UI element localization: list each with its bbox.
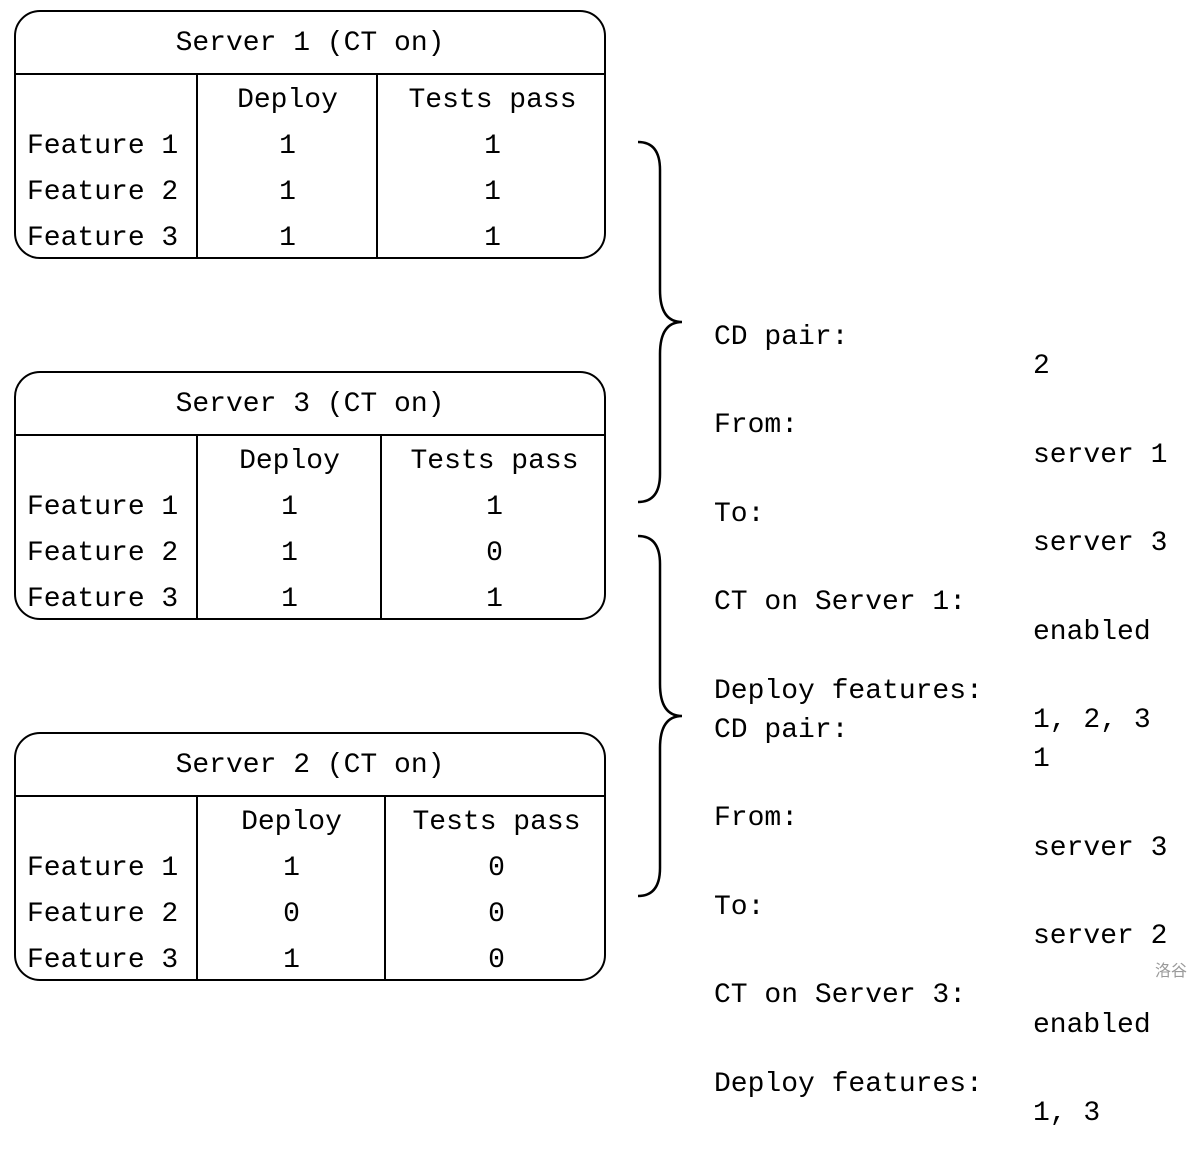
tests-value: 1: [484, 177, 501, 208]
column-header-tests-pass: Tests pass: [410, 446, 579, 477]
deploy-value: 1: [279, 131, 296, 162]
column-header-deploy: Deploy: [237, 85, 338, 116]
column-divider: [196, 436, 198, 618]
deploy-value: 1: [281, 584, 298, 615]
cd-key: CD pair:: [714, 714, 849, 746]
column-divider: [384, 797, 386, 979]
tests-value: 0: [488, 945, 505, 976]
cd-value: 2: [1033, 351, 1050, 382]
server-3-title: Server 3 (CT on): [16, 373, 604, 436]
cd-value: server 3: [1033, 832, 1168, 864]
cd-row: CD pair: 1: [714, 686, 1050, 774]
cd-key: From:: [714, 803, 799, 834]
cd-pair-info-1: CD pair: 2 From: server 1 To: server 3 C…: [714, 234, 1167, 735]
cd-key: To:: [714, 891, 765, 923]
cd-key: To:: [714, 498, 765, 530]
cd-value: server 2: [1033, 921, 1168, 952]
cd-value: server 3: [1033, 528, 1168, 559]
cd-key: Deploy features:: [714, 1068, 983, 1100]
cd-row: Deploy features: 1, 2, 3: [714, 647, 1151, 735]
column-divider: [380, 436, 382, 618]
cd-key: From:: [714, 410, 799, 441]
column-divider: [376, 75, 378, 257]
tests-value: 0: [488, 899, 505, 930]
row-label: Feature 2: [27, 538, 179, 569]
deploy-value: 1: [279, 177, 296, 208]
cd-row: CD pair: 2: [714, 293, 1050, 381]
cd-row: To: server 2: [714, 863, 1167, 951]
row-label: Feature 2: [27, 899, 179, 930]
row-label: Feature 1: [27, 492, 179, 523]
tests-value: 0: [486, 538, 503, 569]
deploy-value: 0: [283, 899, 300, 930]
column-header-tests-pass: Tests pass: [412, 807, 581, 838]
server-3-table: Server 3 (CT on) Deploy Tests pass Featu…: [14, 371, 606, 620]
column-divider: [196, 75, 198, 257]
column-header-tests-pass: Tests pass: [408, 85, 577, 116]
brace-bottom: [637, 534, 683, 898]
server-1-title: Server 1 (CT on): [16, 12, 604, 75]
watermark: 洛谷: [1154, 961, 1187, 980]
tests-value: 1: [484, 223, 501, 254]
server-1-table: Server 1 (CT on) Deploy Tests pass Featu…: [14, 10, 606, 259]
deploy-value: 1: [279, 223, 296, 254]
row-label: Feature 3: [27, 223, 179, 254]
server-2-title: Server 2 (CT on): [16, 734, 604, 797]
cd-key: Deploy features:: [714, 675, 983, 707]
cd-pair-info-2: CD pair: 1 From: server 3 To: server 2 C…: [714, 627, 1167, 1128]
column-header-deploy: Deploy: [239, 446, 340, 477]
cd-row: CT on Server 1: enabled: [714, 559, 1151, 647]
deploy-value: 1: [281, 492, 298, 523]
row-label: Feature 3: [27, 945, 179, 976]
column-divider: [196, 797, 198, 979]
tests-value: 0: [488, 853, 505, 884]
cd-row: To: server 3: [714, 470, 1167, 558]
tests-value: 1: [484, 131, 501, 162]
cd-row: Deploy features: 1, 3: [714, 1040, 1100, 1128]
deploy-value: 1: [283, 945, 300, 976]
tests-value: 1: [486, 584, 503, 615]
cd-row: CT on Server 3: enabled: [714, 952, 1151, 1040]
row-label: Feature 1: [27, 131, 179, 162]
brace-top: [637, 140, 683, 504]
cd-value: 1: [1033, 744, 1050, 775]
cd-value: enabled: [1033, 1009, 1151, 1041]
row-label: Feature 2: [27, 177, 179, 208]
cd-value: server 1: [1033, 439, 1168, 471]
cd-key: CT on Server 1:: [714, 587, 967, 618]
row-label: Feature 1: [27, 853, 179, 884]
cd-row: From: server 1: [714, 382, 1167, 470]
deploy-value: 1: [283, 853, 300, 884]
cd-key: CT on Server 3:: [714, 980, 967, 1011]
column-header-deploy: Deploy: [241, 807, 342, 838]
cd-key: CD pair:: [714, 321, 849, 353]
server-2-table: Server 2 (CT on) Deploy Tests pass Featu…: [14, 732, 606, 981]
deploy-value: 1: [281, 538, 298, 569]
cd-value: 1, 2, 3: [1033, 705, 1151, 736]
tests-value: 1: [486, 492, 503, 523]
row-label: Feature 3: [27, 584, 179, 615]
cd-value: enabled: [1033, 616, 1151, 648]
cd-value: 1, 3: [1033, 1098, 1101, 1129]
cd-row: From: server 3: [714, 775, 1167, 863]
